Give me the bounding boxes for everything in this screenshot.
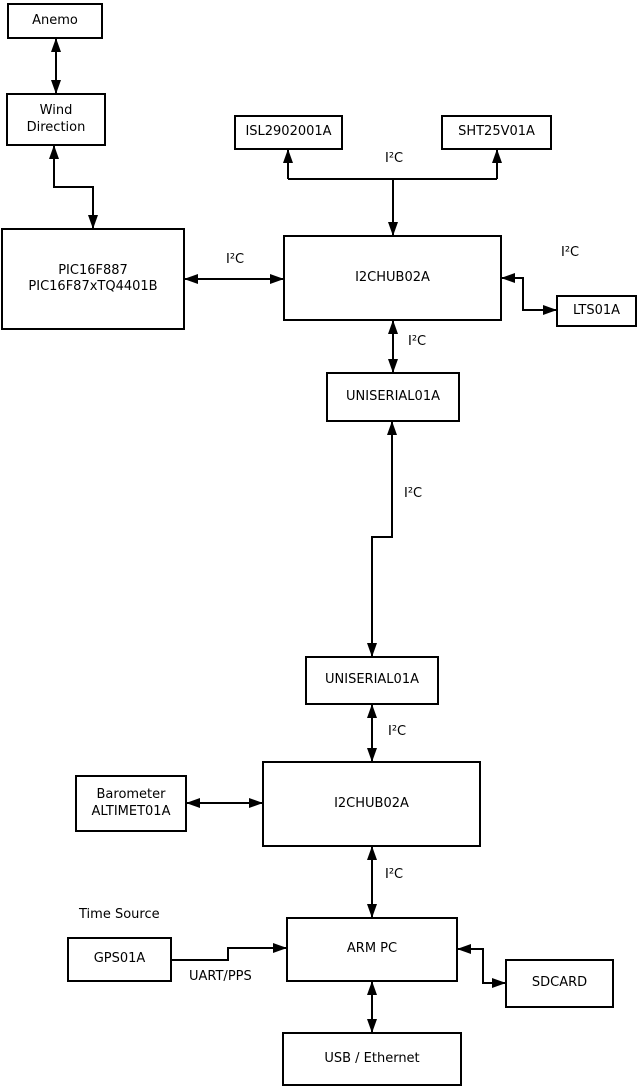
connector-wind-pic xyxy=(49,145,98,229)
edge-label-hub-uniserial-i2c: I²C xyxy=(408,334,427,349)
edge-label-time-source: Time Source xyxy=(79,907,160,922)
edge-label-uniserial-hub2-i2c: I²C xyxy=(388,724,407,739)
node-uniserial-lower: UNISERIAL01A xyxy=(305,656,439,705)
node-barometer-label: Barometer ALTIMET01A xyxy=(91,787,171,819)
node-sdcard-label: SDCARD xyxy=(531,975,588,991)
node-sht-label: SHT25V01A xyxy=(458,124,535,140)
node-gps01a: GPS01A xyxy=(67,937,172,982)
node-gps-label: GPS01A xyxy=(93,951,146,967)
edge-label-hub2-arm-i2c: I²C xyxy=(385,867,404,882)
connector-gps-armpc xyxy=(172,943,287,961)
connector-uniserial-link xyxy=(367,421,397,657)
node-pic-microcontroller: PIC16F887 PIC16F87xTQ4401B xyxy=(1,228,185,330)
node-i2chub-top: I2CHUB02A xyxy=(283,235,502,321)
node-isl2902001a: ISL2902001A xyxy=(234,115,343,150)
node-isl-label: ISL2902001A xyxy=(245,124,332,140)
node-barometer: Barometer ALTIMET01A xyxy=(75,775,187,832)
node-arm-pc-label: ARM PC xyxy=(346,941,398,957)
node-anemo-label: Anemo xyxy=(32,12,78,28)
node-sdcard: SDCARD xyxy=(505,959,614,1008)
node-uniserial-lower-label: UNISERIAL01A xyxy=(325,672,419,688)
connector-armpc-sdcard xyxy=(457,944,506,988)
node-wind-direction-label: Wind Direction xyxy=(26,103,86,135)
node-i2chub-top-label: I2CHUB02A xyxy=(355,269,430,285)
edge-label-pic-hub-i2c: I²C xyxy=(226,252,245,267)
node-i2chub-bottom: I2CHUB02A xyxy=(262,761,481,847)
node-anemo: Anemo xyxy=(7,3,103,39)
connector-i2chub-lts xyxy=(501,273,557,315)
edge-label-uart-pps: UART/PPS xyxy=(189,969,252,984)
edge-label-uniserial-link-i2c: I²C xyxy=(404,486,423,501)
node-i2chub-bottom-label: I2CHUB02A xyxy=(334,795,409,811)
node-usb-ethernet: USB / Ethernet xyxy=(282,1032,462,1086)
node-lts01a: LTS01A xyxy=(556,295,637,327)
node-usb-ethernet-label: USB / Ethernet xyxy=(324,1050,420,1066)
edge-label-hub-lts-i2c: I²C xyxy=(561,245,580,260)
node-uniserial-upper-label: UNISERIAL01A xyxy=(346,388,440,404)
node-arm-pc: ARM PC xyxy=(286,917,458,982)
node-uniserial-upper: UNISERIAL01A xyxy=(326,372,460,422)
node-pic-label: PIC16F887 PIC16F87xTQ4401B xyxy=(28,262,158,294)
edge-label-bus-i2c: I²C xyxy=(385,151,404,166)
node-sht25v01a: SHT25V01A xyxy=(441,115,552,150)
node-lts-label: LTS01A xyxy=(572,302,621,318)
node-wind-direction: Wind Direction xyxy=(6,93,106,146)
